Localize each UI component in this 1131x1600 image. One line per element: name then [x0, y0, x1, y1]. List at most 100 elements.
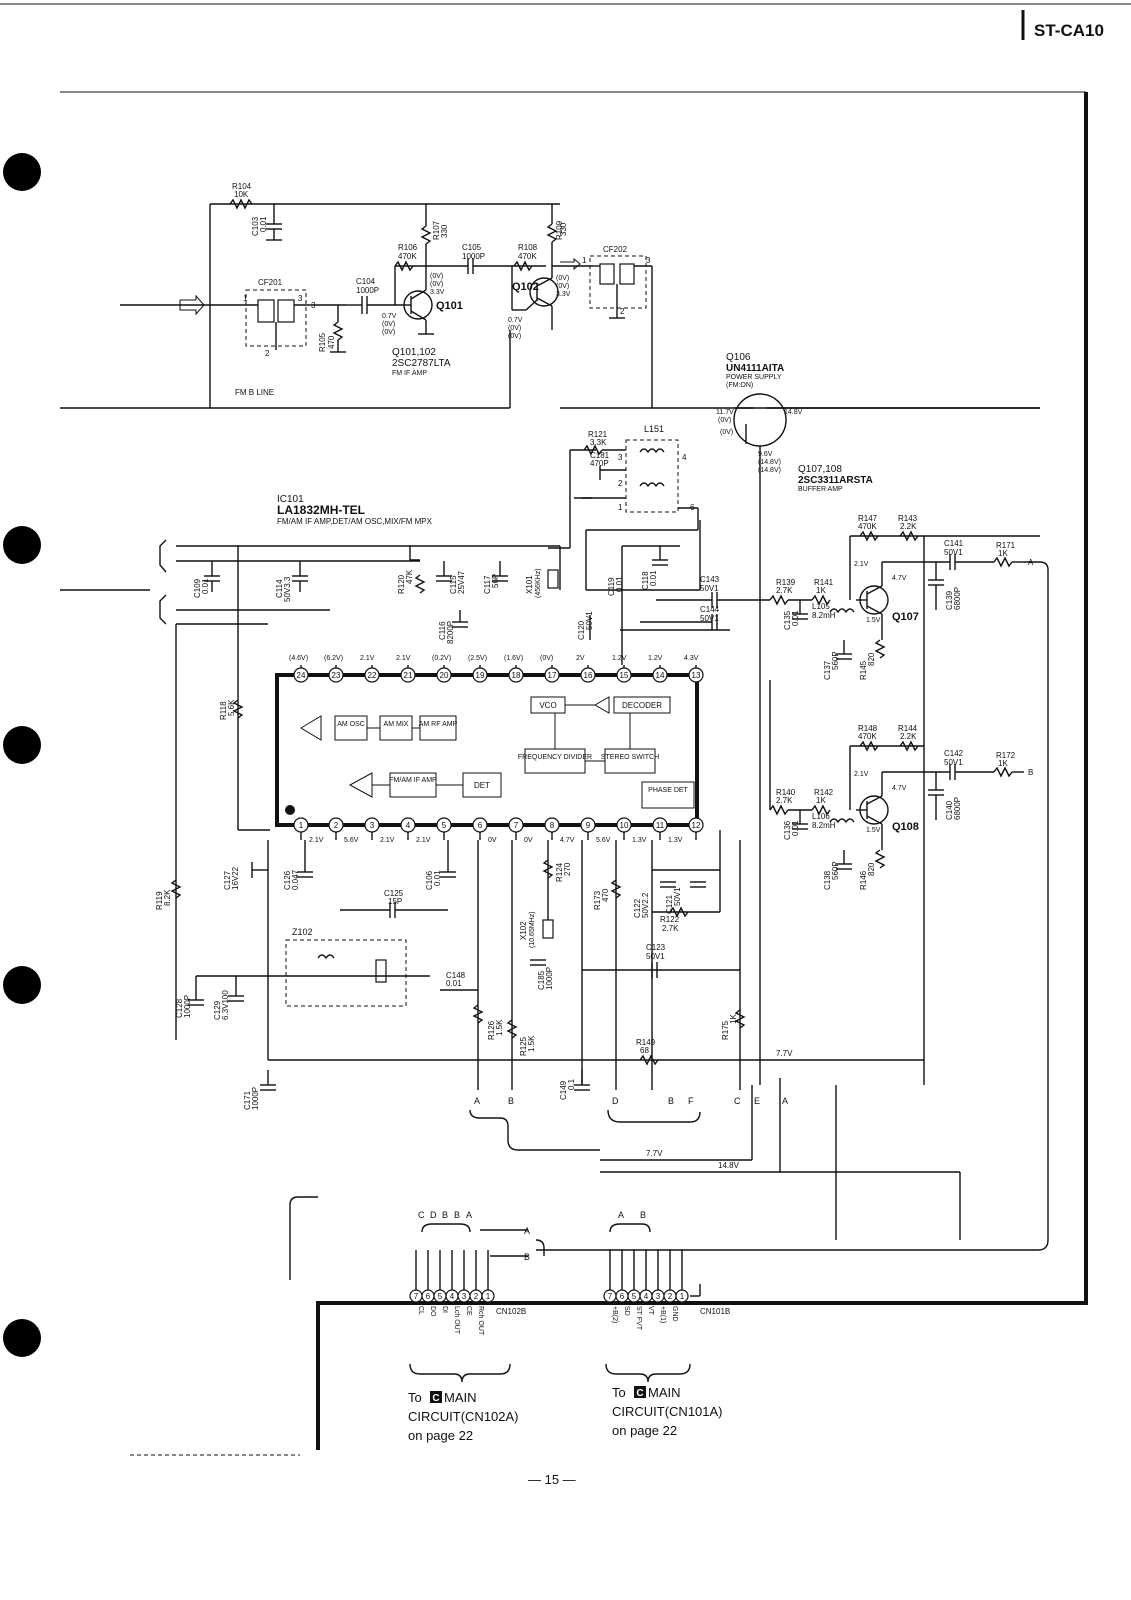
- svg-text:AM MIX: AM MIX: [384, 721, 409, 728]
- connector-pin-number: 2: [474, 1292, 479, 1301]
- svg-text:68: 68: [640, 1046, 649, 1055]
- svg-text:2.2K: 2.2K: [900, 522, 917, 531]
- ic-pin-bottom: [688, 817, 704, 833]
- svg-text:C137: C137: [823, 660, 832, 680]
- svg-text:F: F: [688, 1096, 694, 1106]
- svg-text:R121: R121: [588, 430, 608, 439]
- svg-text:1000P: 1000P: [251, 1087, 260, 1110]
- block-det: [462, 772, 502, 798]
- svg-text:3.3V: 3.3V: [556, 291, 571, 298]
- svg-text:C181: C181: [590, 451, 610, 460]
- svg-text:470: 470: [327, 335, 336, 349]
- svg-text:1: 1: [243, 294, 248, 303]
- svg-text:R140: R140: [776, 788, 796, 797]
- ic-pin-bottom-number: 8: [550, 821, 555, 830]
- svg-text:2: 2: [265, 349, 270, 358]
- rail-7v7: 7.7V: [776, 1049, 793, 1058]
- svg-text:Z102: Z102: [292, 927, 313, 937]
- ic-pin-top-number: 15: [620, 671, 629, 680]
- svg-text:DET: DET: [474, 781, 490, 790]
- svg-text:C138: C138: [823, 870, 832, 890]
- svg-text:C143: C143: [700, 575, 720, 584]
- c104-label: C104: [356, 277, 376, 286]
- connector-pin-label: CE: [465, 1306, 472, 1316]
- svg-text:R171: R171: [996, 541, 1016, 550]
- svg-text:2.1V: 2.1V: [854, 561, 869, 568]
- block-stereo-switch: [604, 748, 656, 774]
- ic101-ref: IC101: [277, 494, 304, 505]
- ic-pin-top-number: 24: [297, 671, 306, 680]
- svg-text:15P: 15P: [388, 897, 402, 906]
- svg-text:0.1: 0.1: [567, 1078, 576, 1090]
- punch-hole: [3, 1319, 41, 1357]
- svg-text:1.5K: 1.5K: [495, 1019, 504, 1036]
- svg-text:C: C: [432, 1393, 439, 1404]
- svg-text:(0V): (0V): [430, 281, 443, 288]
- svg-text:C106: C106: [425, 870, 434, 890]
- svg-text:C: C: [734, 1096, 741, 1106]
- svg-text:C144: C144: [700, 605, 720, 614]
- svg-text:C136: C136: [783, 820, 792, 840]
- svg-text:C140: C140: [945, 800, 954, 820]
- ic-pin-bottom-number: 3: [370, 821, 375, 830]
- svg-text:Q107,108: Q107,108: [798, 464, 842, 475]
- ic-pin-bottom-number: 10: [620, 821, 629, 830]
- svg-text:3: 3: [298, 294, 303, 303]
- svg-text:470K: 470K: [398, 252, 417, 261]
- ic-pin-bottom: [616, 817, 632, 833]
- svg-text:E: E: [754, 1096, 760, 1106]
- ic-pin-top: [293, 667, 309, 683]
- svg-text:D: D: [612, 1096, 619, 1106]
- connector-pin-label: VT: [647, 1306, 654, 1316]
- svg-text:C117: C117: [483, 575, 492, 594]
- svg-text:C115: C115: [449, 575, 458, 594]
- svg-text:DECODER: DECODER: [622, 701, 662, 710]
- fm-if-section: CF201 1 3 3 2 R105 470 C104 1000P R104 1…: [60, 182, 1040, 409]
- svg-text:BUFFER AMP: BUFFER AMP: [798, 486, 843, 493]
- svg-text:14.8V: 14.8V: [784, 409, 803, 416]
- svg-text:820: 820: [867, 862, 876, 876]
- svg-text:Q107: Q107: [892, 611, 919, 623]
- svg-text:R172: R172: [996, 751, 1016, 760]
- svg-text:B: B: [640, 1210, 646, 1220]
- ic-pin-top: [616, 667, 632, 683]
- ic-pin-bottom-voltage: 5.6V: [596, 837, 611, 844]
- connector-pin-label: ST FVT: [635, 1306, 642, 1331]
- svg-text:50V1: 50V1: [673, 887, 682, 906]
- svg-text:B: B: [442, 1210, 448, 1220]
- svg-text:330: 330: [559, 222, 568, 236]
- ic-bottom-network: C127 16V22 C126 0.047 C106 0.01 C125 15P…: [175, 830, 924, 1110]
- svg-text:(0V): (0V): [508, 325, 521, 332]
- svg-text:R120: R120: [397, 574, 406, 594]
- svg-text:C114: C114: [275, 579, 284, 598]
- svg-text:470K: 470K: [858, 732, 877, 741]
- connector-pin-number: 3: [656, 1292, 661, 1301]
- svg-text:C135: C135: [783, 610, 792, 630]
- ic-pin-bottom: [652, 817, 668, 833]
- svg-text:470: 470: [601, 888, 610, 902]
- r105-label: R105: [318, 332, 327, 352]
- svg-text:1K: 1K: [729, 1014, 738, 1024]
- q106-power-supply: Q106 UN4111AITA POWER SUPPLY (FM:ON) 11.…: [716, 352, 1040, 1085]
- svg-text:1: 1: [582, 256, 587, 265]
- svg-text:R125: R125: [519, 1036, 528, 1056]
- ic101-pins: 24(4.6V)12.1V23(6.2V)25.6V222.1V32.1V212…: [289, 655, 704, 844]
- svg-text:CIRCUIT(CN102A): CIRCUIT(CN102A): [408, 1409, 519, 1424]
- rail-14v8: 14.8V: [718, 1161, 740, 1170]
- model-name: ST-CA10: [1034, 21, 1104, 40]
- buffer-amps: C143 50V1 C144 50V1 R139 2.7K R141 1K C1…: [536, 514, 1049, 1251]
- svg-text:C: C: [636, 1388, 643, 1399]
- svg-text:0.047: 0.047: [291, 869, 300, 890]
- svg-text:L151: L151: [644, 424, 664, 434]
- connector-pin-label: DO: [429, 1306, 436, 1317]
- svg-text:3.3K: 3.3K: [590, 438, 607, 447]
- punch-hole: [3, 526, 41, 564]
- svg-text:C128: C128: [175, 998, 184, 1018]
- punch-hole: [3, 153, 41, 191]
- amp-triangle: [300, 715, 322, 741]
- svg-text:Q106: Q106: [726, 352, 751, 363]
- svg-text:9.6V: 9.6V: [758, 451, 773, 458]
- svg-text:B: B: [524, 1252, 530, 1262]
